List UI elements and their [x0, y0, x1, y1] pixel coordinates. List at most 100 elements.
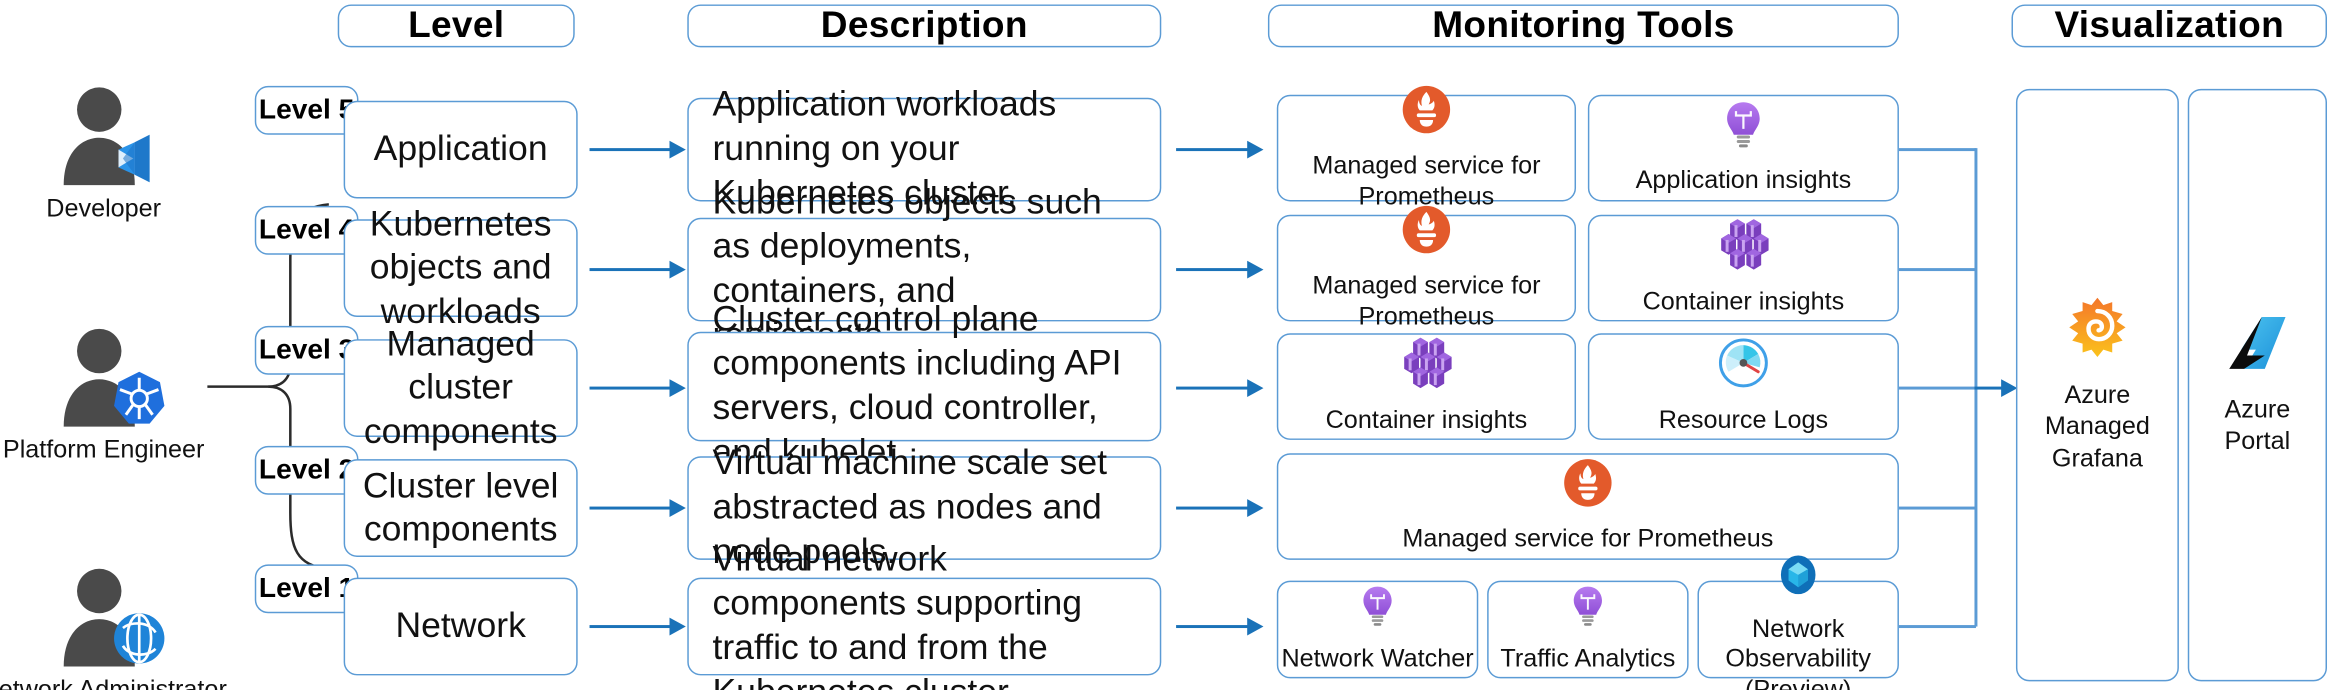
lightbulb-icon [1721, 100, 1765, 158]
arrowhead [1247, 499, 1264, 517]
arrowhead [669, 260, 686, 279]
tool-card-prometheus-l5[interactable]: Managed service for Prometheus [1276, 86, 1577, 210]
network-administrator-icon [0, 563, 230, 670]
persona-label: Developer [46, 194, 162, 223]
platform-engineer-kubernetes-icon [0, 323, 230, 430]
tool-card-container-insights-l3[interactable]: Container insights [1276, 333, 1577, 440]
description-3: Cluster control plane components includi… [687, 299, 1162, 473]
arrow-level2-to-description [589, 506, 676, 510]
lightbulb-icon [1358, 584, 1397, 636]
level-chip-3: Level 3 [254, 325, 359, 375]
arrow-level3-to-description [589, 386, 676, 390]
prometheus-icon [1563, 458, 1613, 516]
column-header-level: Level [337, 4, 575, 48]
description-1: Virtual network components supporting tr… [687, 539, 1162, 690]
level-name-4: Kubernetes objects and workloads [343, 205, 578, 331]
arrowhead [1247, 260, 1264, 279]
tool-card-traffic-analytics-l1[interactable]: Traffic Analytics [1487, 580, 1689, 679]
arrow-description2-to-tools [1176, 506, 1254, 510]
level-chip-label: Level 2 [258, 453, 355, 486]
tool-label: Resource Logs [1658, 406, 1829, 435]
header-label: Level [408, 4, 505, 46]
viz-card-azure-managed-grafana[interactable]: Azure Managed Grafana [2015, 88, 2179, 682]
level-name-3: Managed cluster components [343, 325, 578, 451]
arrowhead [669, 379, 686, 397]
persona-network-administrator: Network Administrator [0, 563, 230, 690]
arrow-level1-to-description [589, 625, 676, 628]
viz-card-azure-portal[interactable]: Azure Portal [2187, 88, 2327, 682]
description-5: Application workloads running on your Ku… [687, 84, 1162, 213]
arrow-description4-to-tools [1176, 268, 1254, 271]
tool-card-network-watcher-l1[interactable]: Network Watcher [1276, 580, 1479, 679]
level-name-5: Application [343, 100, 578, 199]
level-name-label: Managed cluster components [363, 324, 558, 452]
tool-label: Container insights [1642, 287, 1845, 316]
arrowhead [1247, 140, 1264, 159]
prometheus-icon [1401, 205, 1451, 263]
level-name-label: Application [373, 129, 548, 170]
bus-line-l3 [1898, 386, 1976, 390]
level-chip-label: Level 3 [258, 334, 355, 366]
arrow-level4-to-description [589, 268, 676, 271]
level-chip-4: Level 4 [254, 205, 359, 255]
level-chip-label: Level 5 [258, 94, 355, 126]
arrow-level5-to-description [589, 148, 676, 151]
level-chip-label: Level 4 [258, 214, 355, 246]
persona-platform-engineer: Platform Engineer [0, 323, 230, 465]
description-text: Virtual machine scale set abstracted as … [712, 442, 1108, 572]
bus-line-l2 [1898, 506, 1976, 510]
arrowhead [669, 140, 686, 159]
tool-label: Container insights [1325, 406, 1528, 435]
network-observability-icon [1777, 554, 1818, 606]
tool-label: Managed service for Prometheus [1312, 151, 1541, 210]
gauge-icon [1717, 337, 1770, 398]
description-text: Virtual network components supporting tr… [712, 539, 1083, 690]
azure-icon [2226, 314, 2288, 381]
bus-line-l5 [1898, 148, 1976, 151]
description-2: Virtual machine scale set abstracted as … [687, 443, 1162, 572]
persona-developer: Developer [0, 81, 230, 223]
prometheus-icon [1401, 85, 1451, 143]
lightbulb-icon [1569, 584, 1608, 636]
tool-card-application-insights-l5[interactable]: Application insights [1587, 94, 1899, 202]
container-hexagons-icon [1394, 337, 1459, 398]
tool-label: Application insights [1635, 166, 1852, 195]
tool-label: Network Observability (Preview) [1725, 614, 1871, 690]
arrowhead [1247, 379, 1264, 397]
arrowhead [1247, 617, 1264, 636]
arrowhead [669, 499, 686, 517]
grafana-icon [2066, 296, 2128, 366]
persona-label: Network Administrator [0, 675, 227, 690]
bus-line-l4 [1898, 268, 1976, 271]
column-header-monitoring-tools: Monitoring Tools [1267, 4, 1899, 48]
arrow-description3-to-tools [1176, 386, 1254, 390]
level-chip-5: Level 5 [254, 85, 359, 135]
level-chip-label: Level 1 [258, 572, 355, 604]
tool-card-resource-logs-l3[interactable]: Resource Logs [1587, 333, 1899, 440]
column-header-visualization: Visualization [2011, 4, 2327, 48]
level-name-label: Cluster level components [362, 466, 559, 550]
header-label: Monitoring Tools [1432, 4, 1735, 46]
tool-card-container-insights-l4[interactable]: Container insights [1587, 214, 1899, 322]
column-header-description: Description [687, 4, 1162, 48]
level-name-2: Cluster level components [343, 459, 578, 557]
description-text: Application workloads running on your Ku… [712, 84, 1057, 214]
viz-label: Azure Portal [2224, 395, 2291, 455]
container-hexagons-icon [1711, 218, 1776, 279]
level-chip-1: Level 1 [254, 564, 359, 614]
level-name-label: Kubernetes objects and workloads [369, 204, 552, 332]
tool-card-prometheus-l2[interactable]: Managed service for Prometheus [1276, 453, 1899, 560]
arrowhead [2001, 379, 2018, 397]
arrow-description1-to-tools [1176, 625, 1254, 628]
level-name-label: Network [395, 606, 526, 647]
arrow-description5-to-tools [1176, 148, 1254, 151]
tool-label: Network Watcher [1281, 644, 1474, 673]
header-label: Description [820, 4, 1028, 46]
tool-card-prometheus-l4[interactable]: Managed service for Prometheus [1276, 206, 1577, 330]
viz-label: Azure Managed Grafana [2044, 380, 2150, 472]
developer-vscode-icon [0, 81, 230, 188]
arrowhead [669, 617, 686, 636]
level-chip-2: Level 2 [254, 445, 359, 495]
tool-card-network-observability-l1[interactable]: Network Observability (Preview) [1697, 555, 1899, 690]
